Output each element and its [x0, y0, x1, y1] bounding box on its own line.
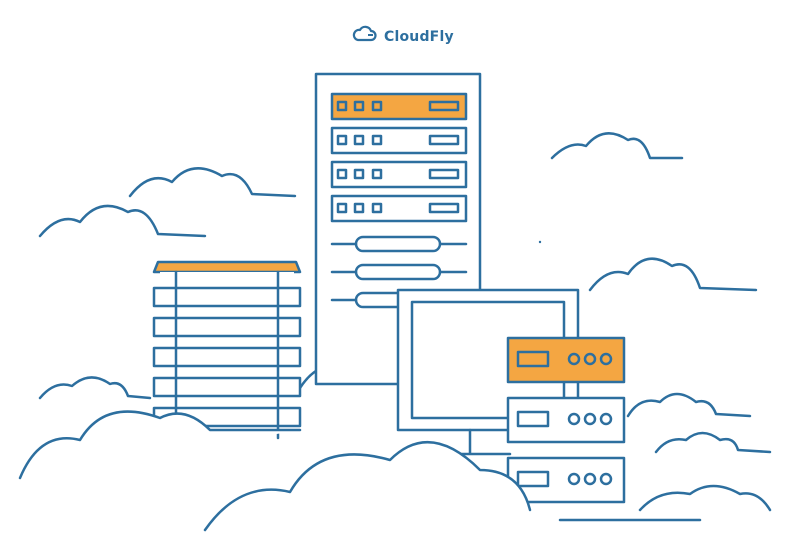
cloud-icon — [550, 132, 684, 160]
cloud-icon — [654, 431, 772, 454]
cloud-icon — [352, 24, 378, 49]
cloud-icon — [638, 484, 772, 512]
dot — [538, 240, 542, 244]
cloud-icon — [626, 392, 752, 418]
cloud-icon — [38, 376, 152, 400]
server-unit-icon — [506, 396, 626, 444]
cloud-icon — [128, 167, 297, 198]
brand-name: CloudFly — [384, 28, 454, 45]
server-unit-icon — [506, 456, 626, 504]
cloud-icon — [588, 257, 758, 292]
cloud-icon — [203, 440, 702, 550]
server-unit-icon — [506, 336, 626, 384]
cloud-icon — [18, 410, 302, 480]
cloud-icon — [38, 204, 207, 238]
brand-logo: CloudFly — [352, 24, 454, 49]
